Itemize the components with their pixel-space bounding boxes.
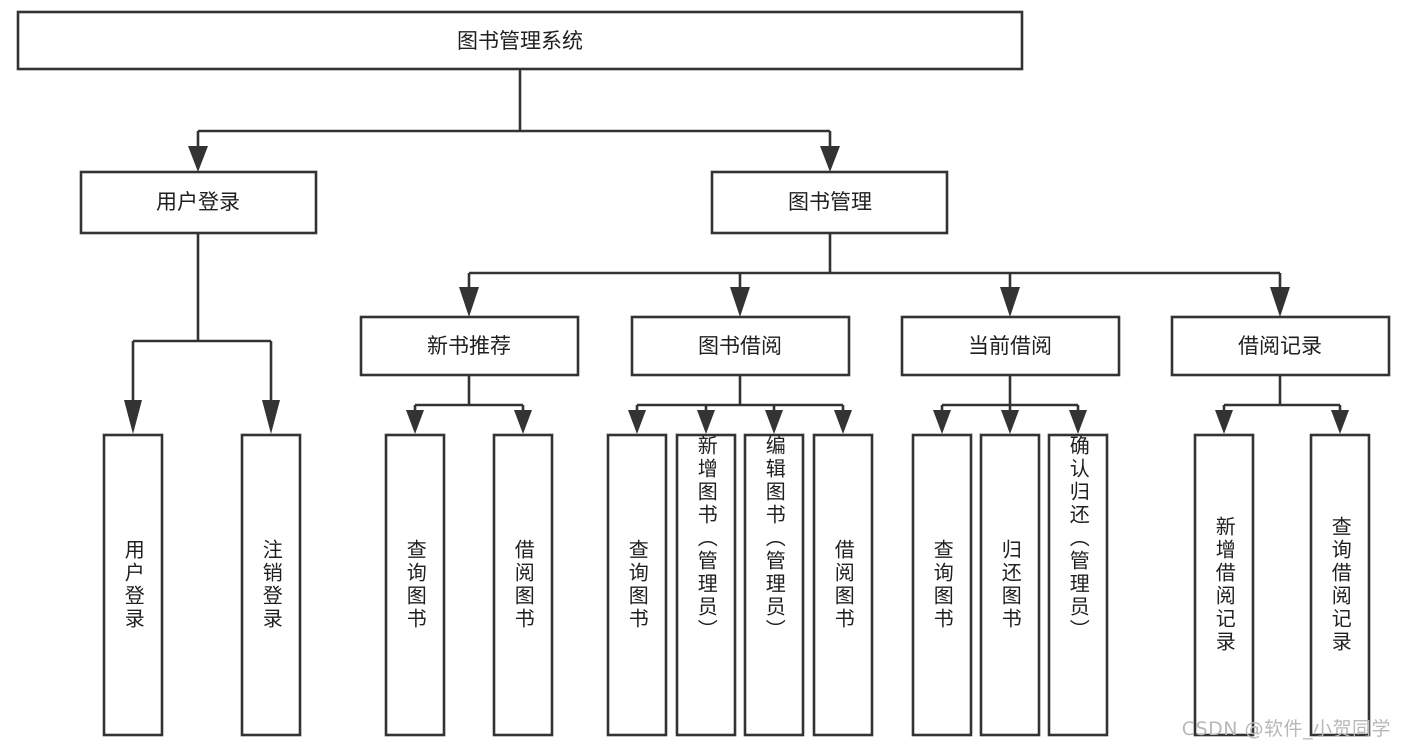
leaf-box-current-borrow-1[interactable] — [911, 433, 973, 737]
arrow-head-book-borrow-leaf-2 — [697, 410, 715, 434]
node-current-borrow[interactable]: 当前借阅 — [900, 315, 1121, 377]
node-current-borrow-label: 当前借阅 — [968, 334, 1052, 358]
leaf-box-current-borrow-2[interactable] — [979, 433, 1041, 737]
arrow-head-current-borrow-leaf-3 — [1069, 410, 1087, 434]
node-borrow-record[interactable]: 借阅记录 — [1170, 315, 1391, 377]
node-book-management-box[interactable] — [710, 170, 949, 235]
arrow-head-user-login-leaf-2 — [262, 400, 280, 434]
node-book-borrow-box[interactable] — [630, 315, 851, 377]
arrow-head-user-login — [188, 146, 208, 172]
arrow-head-book-borrow — [730, 287, 750, 317]
node-book-management[interactable]: 图书管理 — [710, 170, 949, 235]
node-new-book-recommend[interactable]: 新书推荐 — [359, 315, 580, 377]
leaf-box-current-borrow-3[interactable] — [1047, 433, 1109, 737]
node-user-login-label: 用户登录 — [156, 190, 240, 214]
arrow-head-book-borrow-leaf-4 — [834, 410, 852, 434]
arrow-head-borrow-record-leaf-1 — [1215, 410, 1233, 434]
node-user-login-box[interactable] — [79, 170, 318, 235]
edges-book-borrow-to-leaves — [628, 375, 852, 434]
node-user-login[interactable]: 用户登录 — [79, 170, 318, 235]
node-borrow-record-box[interactable] — [1170, 315, 1391, 377]
edges-root-to-level2 — [188, 69, 840, 172]
leaf-box-book-borrow-4[interactable] — [812, 433, 874, 737]
leaf-box-borrow-record-1[interactable] — [1193, 433, 1255, 737]
leaf-box-borrow-record-2[interactable] — [1309, 433, 1371, 737]
arrow-head-current-borrow-leaf-1 — [933, 410, 951, 434]
arrow-head-new-book-leaf-2 — [514, 410, 532, 434]
node-current-borrow-box[interactable] — [900, 315, 1121, 377]
leaf-box-user-login-2[interactable] — [240, 433, 302, 737]
csdn-watermark: CSDN @软件_小贺同学 — [1181, 718, 1391, 740]
arrow-head-new-book-leaf-1 — [406, 410, 424, 434]
arrow-head-book-borrow-leaf-1 — [628, 410, 646, 434]
node-root-label: 图书管理系统 — [457, 29, 583, 53]
node-new-book-recommend-label: 新书推荐 — [427, 334, 511, 358]
node-new-book-recommend-box[interactable] — [359, 315, 580, 377]
arrow-head-current-borrow — [1000, 287, 1020, 317]
arrow-head-borrow-record-leaf-2 — [1331, 410, 1349, 434]
edges-user-login-to-leaves — [124, 233, 280, 434]
node-borrow-record-label: 借阅记录 — [1238, 334, 1322, 358]
arrow-head-borrow-record — [1270, 287, 1290, 317]
edges-borrow-record-to-leaves — [1215, 375, 1349, 434]
node-book-borrow-label: 图书借阅 — [698, 334, 782, 358]
arrow-head-book-borrow-leaf-3 — [765, 410, 783, 434]
edges-new-book-to-leaves — [406, 375, 532, 434]
node-root-box[interactable] — [16, 10, 1024, 71]
edges-current-borrow-to-leaves — [933, 375, 1087, 434]
arrow-head-current-borrow-leaf-2 — [1001, 410, 1019, 434]
edges-book-manage-to-level3 — [459, 233, 1290, 317]
leaf-box-book-borrow-3[interactable] — [743, 433, 805, 737]
leaf-box-user-login-1[interactable] — [102, 433, 164, 737]
arrow-head-user-login-leaf-1 — [124, 400, 142, 434]
arrow-head-new-book-recommend — [459, 287, 479, 317]
leaf-box-new-book-2[interactable] — [492, 433, 554, 737]
node-root-book-management-system[interactable]: 图书管理系统 — [16, 10, 1024, 71]
arrow-head-book-manage — [820, 146, 840, 172]
leaf-box-book-borrow-2[interactable] — [675, 433, 737, 737]
node-book-borrow[interactable]: 图书借阅 — [630, 315, 851, 377]
leaf-box-book-borrow-1[interactable] — [606, 433, 668, 737]
leaf-box-new-book-1[interactable] — [384, 433, 446, 737]
node-book-management-label: 图书管理 — [788, 190, 872, 214]
